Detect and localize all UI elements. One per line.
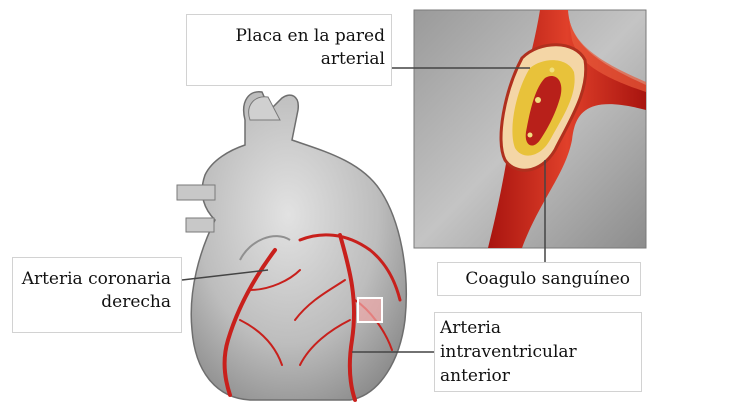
label-line: anterior xyxy=(440,364,641,388)
label-line: arterial xyxy=(187,48,385,71)
zoom-highlight-box xyxy=(358,298,382,322)
label-line: Coagulo sanguíneo xyxy=(438,268,630,291)
label-line: Arteria coronaria xyxy=(13,268,171,291)
plaque-spot xyxy=(535,97,541,103)
label-line: intraventricular xyxy=(440,340,641,364)
label-line: Arteria xyxy=(440,316,641,340)
artery-closeup-panel xyxy=(414,10,646,248)
plaque-spot xyxy=(528,133,533,138)
plaque-spot xyxy=(550,68,555,73)
vessel-stub xyxy=(177,185,215,200)
vessel-stub xyxy=(186,218,214,232)
label-right-coronary-artery: Arteria coronaria derecha xyxy=(12,257,182,333)
heart-illustration xyxy=(177,92,406,400)
label-plaque-in-arterial-wall: Placa en la pared arterial xyxy=(186,14,392,86)
label-anterior-interventricular-artery: Arteria intraventricular anterior xyxy=(434,312,642,392)
label-line: derecha xyxy=(13,291,171,314)
label-line: Placa en la pared xyxy=(187,25,385,48)
label-blood-clot: Coagulo sanguíneo xyxy=(437,262,641,296)
